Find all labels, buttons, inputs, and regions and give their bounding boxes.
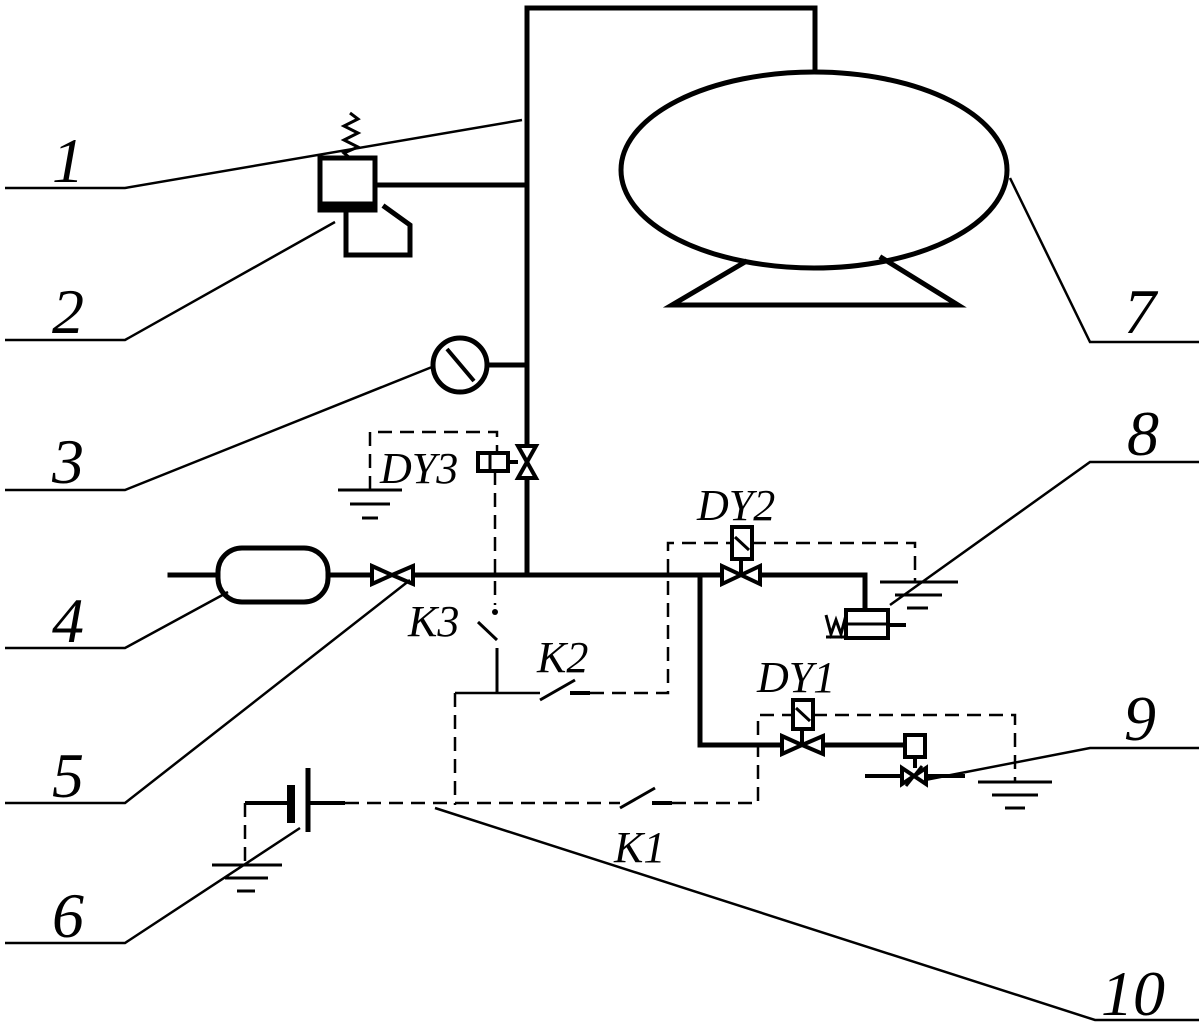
air-tank [618,69,1010,308]
valve-icon [514,457,540,480]
part-number-7: 7 [1124,276,1159,347]
ground-icon [338,488,402,520]
valve-icon [514,444,540,467]
pressure-gauge [430,335,530,395]
dy2-wire-ground [752,541,917,582]
leader-line-7 [1008,177,1199,344]
valve-icon [780,732,807,758]
part-number-5: 5 [52,740,84,811]
tank-body [618,69,1010,271]
battery [245,768,345,832]
part-number-10: 10 [1101,958,1165,1029]
part-number-9: 9 [1124,683,1156,754]
tank-support [662,254,967,308]
leader-line-10 [434,806,1199,1022]
pipe-to-drain [759,572,868,613]
switch-k1 [619,786,672,810]
leader-line-4 [5,590,229,650]
leader-line-5 [5,579,411,805]
ground-icon [978,780,1052,810]
label-dy2: DY2 [696,481,775,530]
leader-line-2 [5,220,336,342]
part-number-4: 4 [52,585,84,656]
inlet-valve-icon [370,562,415,588]
part-number-1: 1 [52,125,84,196]
part-number-6: 6 [52,880,84,951]
filter [215,545,331,605]
label-k1: K1 [613,823,665,872]
dy1-wire-ground [813,713,1017,782]
leader-line-1 [5,118,523,190]
valve-icon [720,562,746,588]
bottom-wire-right [672,713,793,805]
switch-k3 [455,609,540,695]
label-dy1: DY1 [756,653,835,702]
spring-icon [340,111,362,160]
valve-icon [910,764,928,788]
leader-line-9 [924,746,1199,782]
drain-valve-actuator [903,733,927,759]
valve-icon [796,732,825,758]
safety-valve [317,111,530,258]
part-number-2: 2 [52,276,84,347]
switch-k2 [539,678,590,702]
vertical-main-pipe [524,5,818,578]
drain-heater [824,608,906,640]
heater-zigzag-icon [824,614,848,640]
leader-line-8 [889,460,1199,607]
ground-icon [212,863,282,893]
dy2-wire-left [590,541,732,695]
solenoid-valve-dy2 [720,525,762,588]
part-number-3: 3 [51,426,84,497]
label-dy3: DY3 [379,444,458,493]
branch-pipe-down [697,572,783,748]
part-number-8: 8 [1127,398,1159,469]
dy3-wire-ground [368,430,499,490]
label-k2: K2 [536,633,588,682]
valve-icon [736,562,762,588]
label-k3: K3 [407,597,459,646]
valve-icon [900,764,918,788]
auto-drain-valve [865,733,965,788]
solenoid-valve-dy3 [476,444,540,480]
solenoid-valve-dy1 [780,698,825,758]
leader-line-6 [5,826,301,945]
leader-line-3 [5,365,433,492]
safety-valve-outlet [343,203,413,258]
solenoid-coil-dy3 [476,451,510,473]
gauge-needle [445,347,476,383]
